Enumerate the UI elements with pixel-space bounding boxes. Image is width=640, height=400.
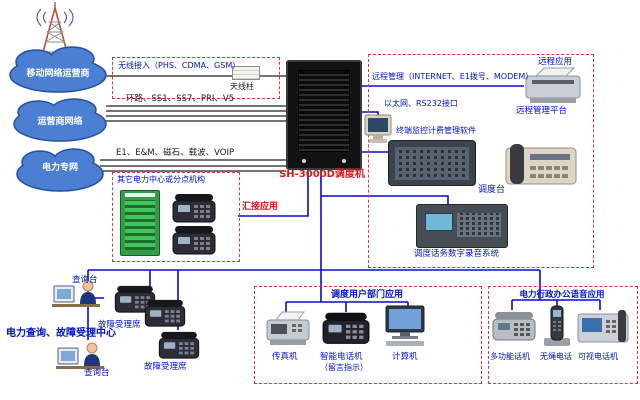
- dept-box-title: 调度用户部门应用: [330, 290, 403, 300]
- remote-management-region: [368, 54, 594, 268]
- fault-desk-label-2: 故障受理席: [144, 362, 187, 372]
- ethernet-label: 以太网、RS232接口: [384, 99, 458, 108]
- dispatcher-rack-label: SH-3000D调度机: [279, 169, 365, 180]
- operator-phone-console: [504, 142, 578, 192]
- query-desk-person-1: [50, 274, 102, 318]
- fault-desk-label-1: 故障受理席: [98, 320, 141, 330]
- recording-screen: [425, 213, 453, 231]
- office-box-title: 电力行政办公语音应用: [519, 290, 605, 300]
- recording-system: [416, 204, 508, 248]
- multifunction-phone: [492, 310, 536, 346]
- antenna-terminal-label: 天线柱: [230, 82, 254, 91]
- query-fault-center-label: 电力查询、故障受理中心: [6, 328, 116, 339]
- trunk-lines: [100, 75, 286, 172]
- fault-desk-phone-3: [158, 330, 200, 364]
- smart-phone-label: 智能电话机: [320, 352, 363, 362]
- fax-label: 传真机: [272, 352, 298, 362]
- terminal-software-label: 终端监控计费管理软件: [396, 126, 476, 135]
- remote-mgmt-label: 远程管理（INTERNET、E1拨号、MODEM）: [372, 72, 534, 81]
- antenna-tower-icon: [28, 2, 82, 62]
- rack-led-right: [342, 159, 346, 163]
- computer-label: 计算机: [392, 352, 418, 362]
- office-voice-region: [488, 286, 638, 384]
- pbx-top-strip: [125, 193, 155, 197]
- query-desk-label-1: 查询台: [72, 275, 98, 285]
- antenna-terminal-device: [232, 66, 260, 80]
- recording-buttons: [457, 213, 501, 237]
- video-phone: [576, 306, 630, 352]
- dispatch-console-label: 调度台: [478, 185, 506, 195]
- remote-platform-printer: [522, 66, 584, 110]
- query-desk-label-2: 查询台: [84, 368, 110, 378]
- fax-machine: [264, 308, 312, 354]
- smart-phone-note: （留言指示）: [320, 363, 368, 372]
- cordless-phone-label: 无绳电话: [540, 352, 572, 361]
- cloud-carrier-network: [10, 96, 110, 148]
- trunk-lines-label: 环路、SS1、SS7、PRI、V5: [126, 94, 235, 104]
- console-key-grid: [395, 147, 469, 180]
- tandem-title: 其它电力中心或分点机构: [117, 175, 205, 184]
- rack-led-left: [302, 159, 306, 163]
- tandem-region: [112, 172, 240, 262]
- cloud-mobile-operator: [6, 44, 110, 100]
- dispatch-console-keyboard: [388, 140, 476, 186]
- rack-front-panel: [298, 70, 350, 152]
- dispatcher-rack: [286, 60, 362, 170]
- cordless-phone: [542, 304, 572, 352]
- terminal-monitor: [364, 114, 392, 150]
- tandem-phone-1: [172, 192, 216, 228]
- computer-device: [382, 304, 428, 352]
- cloud-mobile-label: 移动网络运营商: [26, 69, 90, 79]
- cloud-power-network: [14, 146, 106, 198]
- wireless-access-region: [112, 57, 280, 99]
- recording-system-label: 调度话务数字录音系统: [414, 249, 500, 259]
- dispatch-dept-region: [254, 286, 482, 384]
- multifunction-phone-label: 多功能话机: [490, 352, 530, 361]
- fault-desk-phone-2: [144, 298, 186, 332]
- pbx-slots: [125, 200, 155, 250]
- remote-platform-label: 远程管理平台: [516, 106, 568, 116]
- video-phone-label: 可视电话机: [578, 352, 618, 361]
- cloud-carrier-label: 运营商网络: [37, 117, 83, 127]
- smart-phone-device: [322, 310, 370, 350]
- pbx-cabinet: [120, 190, 160, 256]
- tandem-phone-2: [172, 224, 216, 260]
- tandem-app-label: 汇接应用: [242, 202, 279, 212]
- remote-app-label: 远程应用: [538, 57, 573, 67]
- e1-lines-label: E1、E&M、磁石、载波、VOIP: [116, 148, 235, 158]
- query-desk-person-2: [54, 336, 106, 380]
- cloud-power-label: 电力专网: [41, 163, 78, 173]
- wireless-access-label: 无线接入（PHS、CDMA、GSM）: [118, 61, 241, 70]
